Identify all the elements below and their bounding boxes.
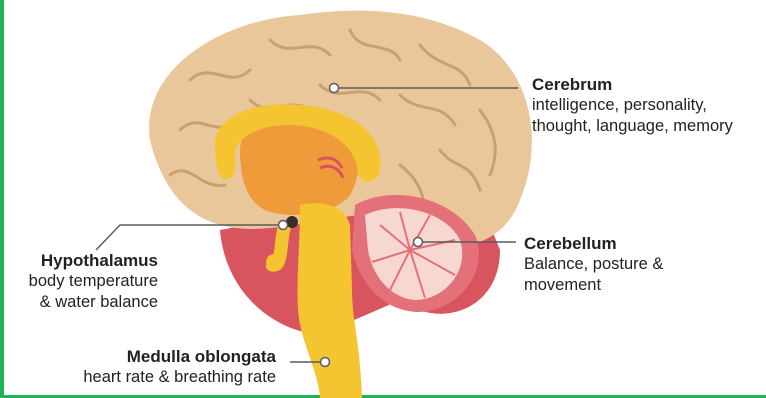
cerebrum-desc-2: thought, language, memory xyxy=(532,116,733,137)
cerebrum-label: Cerebrum intelligence, personality, thou… xyxy=(532,74,733,137)
hypothalamus-label: Hypothalamus body temperature & water ba… xyxy=(8,250,158,313)
cerebrum-title: Cerebrum xyxy=(532,74,733,95)
hypothalamus-desc-1: body temperature xyxy=(8,271,158,292)
pointer-dot-cerebellum xyxy=(414,238,423,247)
hypothalamus-title: Hypothalamus xyxy=(8,250,158,271)
hypothalamus-desc-2: & water balance xyxy=(8,292,158,313)
medulla-title: Medulla oblongata xyxy=(40,346,276,367)
cerebrum-desc-1: intelligence, personality, xyxy=(532,95,733,116)
medulla-desc-1: heart rate & breathing rate xyxy=(40,367,276,388)
cerebellum-desc-2: movement xyxy=(524,275,663,296)
cerebellum-desc-1: Balance, posture & xyxy=(524,254,663,275)
cerebellum-title: Cerebellum xyxy=(524,233,663,254)
pointer-dot-cerebrum xyxy=(330,84,339,93)
medulla-label: Medulla oblongata heart rate & breathing… xyxy=(40,346,276,388)
cerebellum-label: Cerebellum Balance, posture & movement xyxy=(524,233,663,296)
pointer-dot-medulla xyxy=(321,358,330,367)
pointer-dot-hypothalamus xyxy=(279,221,288,230)
